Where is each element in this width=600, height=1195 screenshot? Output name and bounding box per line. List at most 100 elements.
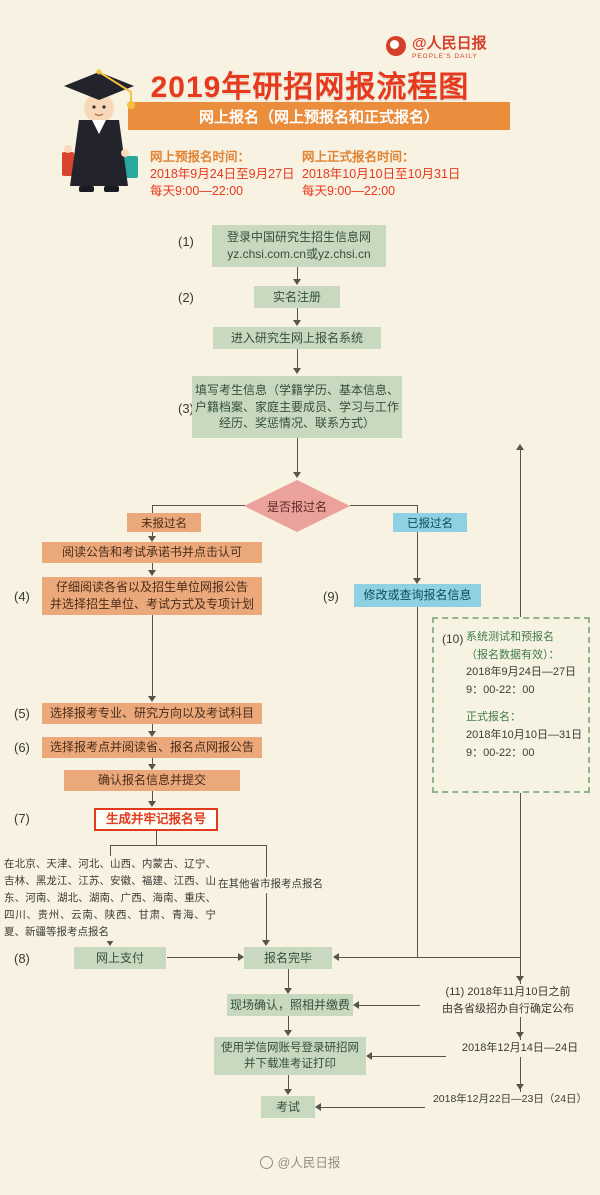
- official-period-date: 2018年10月10日—31日: [466, 728, 583, 741]
- step-number-5: (5): [14, 706, 30, 721]
- arrow-down-icon: [284, 988, 292, 994]
- pre-registration-dates: 2018年9月24日至9月27日: [150, 167, 295, 181]
- annotation-exam-date: 2018年12月22日—23日（24日）: [425, 1092, 595, 1108]
- step-print-ticket-box: 使用学信网账号登录研招网 并下载准考证打印: [214, 1037, 366, 1075]
- system-test-date: 2018年9月24日—27日: [466, 666, 577, 679]
- step-number-7: (7): [14, 811, 30, 826]
- step-exam-box: 考试: [261, 1096, 315, 1118]
- peoples-daily-logo: @人民日报 PEOPLE'S DAILY: [386, 35, 487, 60]
- step-read-notice-box: 阅读公告和考试承诺书并点击认可: [42, 542, 262, 563]
- connector-line: [297, 349, 298, 368]
- arrow-down-icon: [148, 764, 156, 770]
- step-onsite-confirm-box: 现场确认，照相并缴费: [227, 994, 353, 1016]
- footer-credit: @人民日报: [0, 1152, 600, 1171]
- step-choose-exam-point-box: 选择报考点并阅读省、报名点网报公告: [42, 737, 262, 758]
- arrow-left-icon: [315, 1103, 321, 1111]
- connector-line: [110, 845, 266, 846]
- arrow-down-icon: [148, 570, 156, 576]
- connector-line: [297, 438, 298, 472]
- arrow-down-icon: [148, 536, 156, 542]
- arrow-down-icon: [106, 940, 114, 946]
- step-register-box: 实名注册: [254, 286, 340, 308]
- pre-registration-time-label: 网上预报名时间：: [150, 150, 251, 164]
- arrow-down-icon: [293, 279, 301, 285]
- official-period-label: 正式报名：: [466, 711, 521, 724]
- arrow-down-icon: [293, 368, 301, 374]
- arrow-down-icon: [148, 731, 156, 737]
- system-test-label2: （报名数据有效）：: [466, 648, 560, 661]
- connector-line: [297, 308, 298, 320]
- pre-registration-time: 网上预报名时间： 2018年9月24日至9月27日 每天9:00—22:00: [150, 149, 295, 200]
- official-period-hours: 9：00-22：00: [466, 746, 535, 759]
- system-test-hours: 9：00-22：00: [466, 683, 535, 696]
- branch-label-not-registered: 未报过名: [127, 513, 201, 532]
- step-confirm-submit-box: 确认报名信息并提交: [64, 770, 240, 791]
- connector-line: [288, 969, 289, 988]
- arrow-down-icon: [516, 1084, 524, 1090]
- arrow-left-icon: [366, 1052, 372, 1060]
- connector-line: [288, 1016, 289, 1030]
- step-number-1: (1): [178, 234, 194, 249]
- official-registration-hours: 每天9:00—22:00: [302, 184, 396, 198]
- subtitle-banner: 网上报名（网上预报名和正式报名）: [128, 102, 510, 130]
- connector-line: [167, 957, 238, 958]
- connector-line: [321, 1107, 428, 1108]
- onsite-publisher-text: 由各省级招办自行确定公布: [442, 1002, 574, 1015]
- step-generate-id-box: 生成并牢记报名号: [94, 808, 218, 831]
- arrow-down-icon: [148, 696, 156, 702]
- arrow-down-icon: [293, 472, 301, 478]
- connector-line: [417, 505, 418, 578]
- arrow-down-icon: [413, 578, 421, 584]
- system-test-label: 系统测试和预报名: [466, 631, 554, 643]
- step-choose-unit-box: 仔细阅读各省以及招生单位网报公告 并选择招生单位、考试方式及专项计划: [42, 577, 262, 615]
- step-number-3: (3): [178, 401, 194, 416]
- onsite-deadline-text: 2018年11月10日之前: [467, 986, 571, 998]
- step-number-4: (4): [14, 589, 30, 604]
- arrow-down-icon: [262, 940, 270, 946]
- other-provinces-branch-text: 在其他省市报考点报名: [218, 877, 323, 893]
- step-number-8: (8): [14, 951, 30, 966]
- step-number-2: (2): [178, 290, 194, 305]
- provinces-branch-text: 在北京、天津、河北、山西、内蒙古、辽宁、吉林、黑龙江、江苏、安徽、福建、江西、山…: [4, 856, 216, 941]
- step-choose-major-box: 选择报考专业、研究方向以及考试科目: [42, 703, 262, 724]
- step-number-9: (9): [323, 589, 339, 604]
- pre-registration-hours: 每天9:00—22:00: [150, 184, 244, 198]
- connector-line: [297, 267, 298, 279]
- connector-line: [152, 724, 153, 731]
- step-modify-query-box: 修改或查询报名信息: [354, 584, 481, 607]
- step-enter-system-box: 进入研究生网上报名系统: [213, 327, 381, 349]
- arrow-down-icon: [516, 976, 524, 982]
- brand-subtitle: PEOPLE'S DAILY: [412, 52, 478, 60]
- connector-line: [339, 957, 520, 958]
- page-title: 2019年研招网报流程图: [150, 71, 470, 104]
- connector-line: [152, 791, 153, 801]
- graduate-mascot-illustration: [62, 69, 138, 192]
- arrow-down-icon: [284, 1089, 292, 1095]
- connector-line: [152, 758, 153, 764]
- step-number-10: (10): [442, 632, 464, 646]
- step-pay-online-box: 网上支付: [74, 947, 166, 969]
- step-number-6: (6): [14, 740, 30, 755]
- connector-line: [152, 505, 245, 506]
- official-registration-time-label: 网上正式报名时间：: [302, 150, 415, 164]
- brand-name: @人民日报: [412, 35, 487, 52]
- registration-time-window-box: (10) 系统测试和预报名 （报名数据有效）： 2018年9月24日—27日 9…: [432, 617, 590, 793]
- connector-line: [152, 615, 153, 696]
- official-registration-time: 网上正式报名时间： 2018年10月10日至10月31日 每天9:00—22:0…: [302, 149, 460, 200]
- footer-credit-text: @人民日报: [277, 1156, 341, 1170]
- arrow-down-icon: [284, 1030, 292, 1036]
- connector-line: [350, 505, 417, 506]
- connector-line: [156, 831, 157, 845]
- step-registration-done-box: 报名完毕: [244, 947, 332, 969]
- branch-label-registered: 已报过名: [393, 513, 467, 532]
- connector-line: [359, 1005, 424, 1006]
- connector-line: [288, 1075, 289, 1089]
- decision-registered-before: 是否报过名: [244, 480, 350, 532]
- footer-logo-icon: [259, 1156, 273, 1169]
- step-login-box: 登录中国研究生招生信息网 yz.chsi.com.cn或yz.chsi.cn: [212, 225, 386, 267]
- arrow-left-icon: [333, 953, 339, 961]
- connector-line: [152, 563, 153, 570]
- arrow-down-icon: [293, 320, 301, 326]
- step-fill-info-box: 填写考生信息（学籍学历、基本信息、户籍档案、家庭主要成员、学习与工作经历、奖惩情…: [192, 376, 402, 438]
